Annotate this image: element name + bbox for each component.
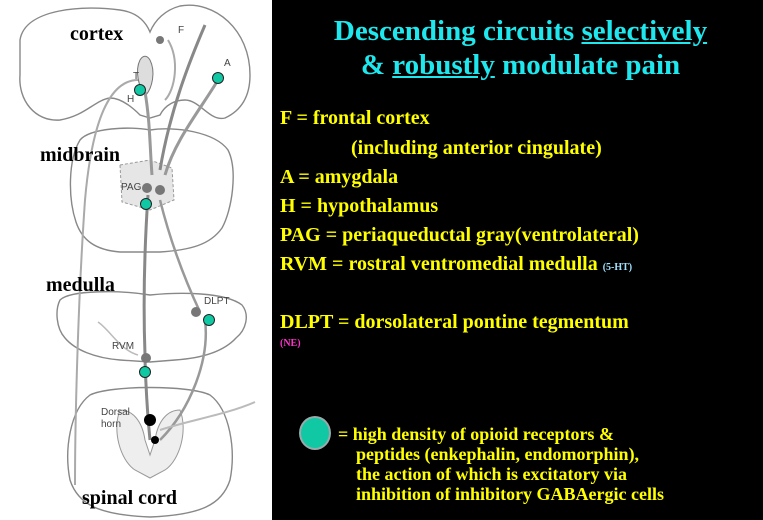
struct-label-pag: PAG: [121, 182, 142, 193]
legend-line-4: inhibition of inhibitory GABAergic cells: [356, 484, 665, 504]
pathway-ascending: [74, 79, 139, 486]
opioid-legend-swatch: [299, 416, 331, 450]
definition-hypothalamus: H = hypothalamus: [280, 195, 439, 217]
title-part: modulate pain: [494, 49, 681, 81]
opioid-site-rvm: [139, 366, 151, 378]
pathway-dlpt-to-dorsal-horn: [159, 319, 207, 441]
pag-terminal: [142, 183, 152, 193]
definition-dlpt-note: (NE): [280, 338, 301, 349]
dorsal-horn-neuron: [144, 414, 156, 426]
pathway-pag-to-dlpt: [158, 199, 202, 313]
legend-line-1: = high density of opioid receptors &: [338, 424, 614, 444]
region-label-spinal-cord: spinal cord: [82, 487, 178, 509]
struct-label-rvm: RVM: [112, 341, 135, 352]
title-part: robustly: [392, 49, 495, 81]
struct-label-h: H: [127, 94, 135, 105]
pathway-cortex-loop: [164, 39, 176, 101]
pathway-medulla-left: [97, 321, 139, 356]
title-part: &: [360, 49, 393, 81]
definition-rvm: RVM = rostral ventromedial medulla (5-HT…: [280, 253, 632, 276]
pathway-pag-to-rvm: [142, 194, 150, 356]
region-label-medulla: medulla: [46, 274, 115, 296]
cortex-outline: [19, 4, 251, 121]
definition-dlpt: DLPT = dorsolateral pontine tegmentum: [280, 311, 629, 333]
struct-label-dlpt: DLPT: [204, 296, 230, 307]
region-label-midbrain: midbrain: [40, 144, 121, 166]
pathway-a-to-pag: [163, 79, 220, 176]
peripheral-afferent: [159, 401, 256, 431]
legend-line-3: the action of which is excitatory via: [356, 464, 627, 484]
slide-title: Descending circuits selectively & robustl…: [278, 14, 763, 82]
opioid-site-pag: [140, 198, 152, 210]
struct-label-t: T: [133, 71, 140, 82]
legend-line-2: peptides (enkephalin, endomorphin),: [356, 444, 640, 464]
rvm-terminal: [141, 353, 151, 363]
definition-pag: PAG = periaqueductal gray(ventrolateral): [280, 224, 639, 246]
pag-terminal: [155, 185, 165, 195]
title-part: selectively: [581, 15, 708, 47]
definition-rvm-note: (5-HT): [602, 262, 633, 273]
struct-label-f: F: [178, 25, 185, 36]
dlpt-terminal: [191, 307, 201, 317]
opioid-site-amygdala: [212, 72, 224, 84]
struct-label-dorsal-horn: Dorsal horn: [101, 407, 130, 430]
dorsal-horn-interneuron: [151, 436, 159, 444]
pathway-h-to-pag: [143, 91, 154, 176]
struct-label-a: A: [224, 58, 231, 69]
definition-frontal-cortex: F = frontal cortex: [280, 107, 430, 129]
title-part: Descending circuits: [333, 15, 582, 47]
definition-including-cingulate: (including anterior cingulate): [351, 137, 602, 159]
diagram-panel: cortex midbrain medulla spinal cord F A …: [0, 0, 272, 520]
definition-rvm-text: RVM = rostral ventromedial medulla: [280, 253, 598, 275]
cortex-terminal: [156, 36, 164, 44]
pain-circuit-diagram: [19, 4, 256, 518]
medulla-outline: [56, 291, 247, 363]
region-label-cortex: cortex: [70, 23, 124, 45]
opioid-site-hypothalamus: [134, 84, 146, 96]
definition-amygdala: A = amygdala: [280, 166, 399, 188]
pathway-f-to-pag: [158, 24, 207, 171]
opioid-site-dlpt: [203, 314, 215, 326]
